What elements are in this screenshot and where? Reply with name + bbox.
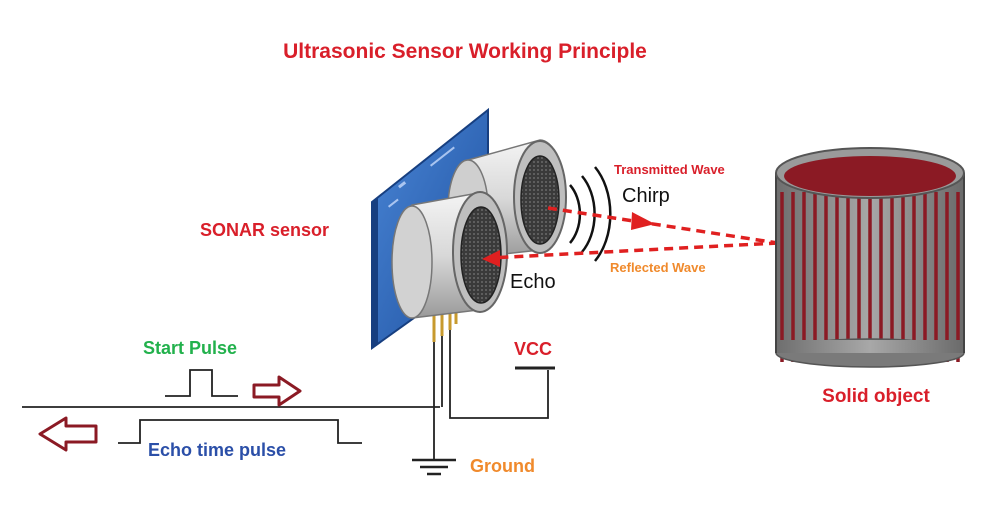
circuit-wires bbox=[22, 330, 555, 476]
solid-object-label: Solid object bbox=[822, 386, 930, 407]
echo-time-pulse-waveform bbox=[118, 419, 362, 444]
echo-label: Echo bbox=[510, 271, 556, 293]
trigger-direction-arrow bbox=[252, 375, 302, 407]
board-markings bbox=[388, 146, 455, 208]
diagram-title: Ultrasonic Sensor Working Principle bbox=[283, 40, 647, 63]
reflected-wave-label: Reflected Wave bbox=[610, 260, 706, 275]
sonar-sensor-label: SONAR sensor bbox=[200, 220, 329, 240]
transmitted-wave-line bbox=[547, 206, 779, 245]
vcc-label: VCC bbox=[514, 339, 552, 359]
transmitted-wave-label: Transmitted Wave bbox=[614, 162, 725, 177]
start-pulse-waveform bbox=[165, 369, 238, 397]
transmitted-wave-arrowhead bbox=[631, 212, 655, 230]
echo-direction-arrow bbox=[38, 416, 98, 452]
sonar-sensor-module bbox=[371, 107, 567, 350]
chirp-label: Chirp bbox=[622, 185, 670, 207]
ground-label: Ground bbox=[470, 456, 535, 476]
start-pulse-label: Start Pulse bbox=[143, 338, 237, 358]
reflected-wave-line bbox=[482, 241, 779, 267]
receiver-transducer bbox=[391, 191, 508, 319]
echo-time-pulse-label: Echo time pulse bbox=[148, 440, 286, 460]
solid-object-cylinder bbox=[775, 147, 965, 368]
chirp-wave-arcs bbox=[569, 166, 612, 262]
reflected-wave-arrowhead bbox=[482, 250, 500, 267]
